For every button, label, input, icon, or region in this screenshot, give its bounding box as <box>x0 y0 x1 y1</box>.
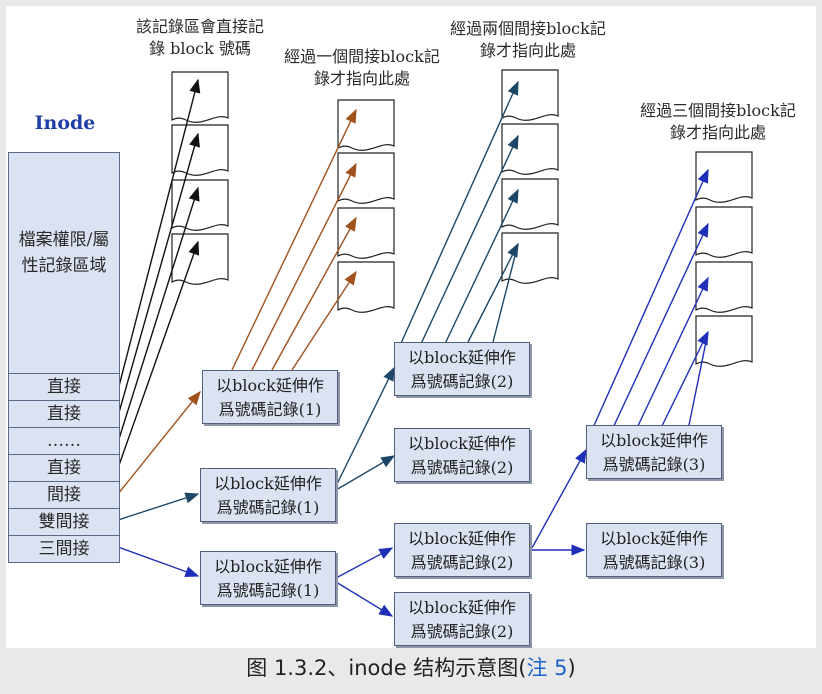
record-box-triple-2b: 以block延伸作爲號碼記錄(2) <box>394 592 530 646</box>
double-indirect-label-line2: 錄才指向此處 <box>479 41 576 60</box>
inode-slot-triple-indirect: 三間接 <box>8 535 120 563</box>
inode-slot-double-indirect: 雙間接 <box>8 508 120 536</box>
record-box-line2: 爲號碼記錄(1) <box>216 498 320 517</box>
record-box-line1: 以block延伸作 <box>408 434 516 453</box>
record-box-single-1: 以block延伸作爲號碼記錄(1) <box>202 370 338 424</box>
double-indirect-label: 經過兩個間接block記 錄才指向此處 <box>428 18 628 62</box>
figure-caption: 图 1.3.2、inode 结构示意图(注 5) <box>0 652 822 682</box>
inode-table: 檔案權限/屬性記錄區域 直接 直接 …… 直接 間接 雙間接 三間接 <box>8 152 120 564</box>
record-box-line2: 爲號碼記錄(3) <box>602 553 706 572</box>
direct-blocks-label-line2: 錄 block 號碼 <box>149 39 251 58</box>
inode-slot-direct-2: 直接 <box>8 400 120 428</box>
direct-blocks-label-line1: 該記錄區會直接記 <box>135 17 264 36</box>
record-box-line1: 以block延伸作 <box>214 474 322 493</box>
caption-note-link[interactable]: 注 5 <box>526 656 568 680</box>
direct-blocks-label: 該記錄區會直接記 錄 block 號碼 <box>100 16 300 60</box>
record-box-line1: 以block延伸作 <box>408 348 516 367</box>
inode-title: Inode <box>34 112 96 134</box>
record-box-line2: 爲號碼記錄(2) <box>410 622 514 641</box>
record-box-line2: 爲號碼記錄(3) <box>602 455 706 474</box>
record-box-line1: 以block延伸作 <box>408 598 516 617</box>
record-box-double-2b: 以block延伸作爲號碼記錄(2) <box>394 428 530 482</box>
inode-slot-direct-n: 直接 <box>8 454 120 482</box>
caption-close: ) <box>567 656 576 680</box>
record-box-line1: 以block延伸作 <box>600 529 708 548</box>
direct-block-stack <box>171 71 229 285</box>
triple-indirect-label-line2: 錄才指向此處 <box>669 123 766 142</box>
inode-slot-ellipsis: …… <box>8 427 120 455</box>
record-box-line2: 爲號碼記錄(2) <box>410 372 514 391</box>
double-indirect-label-line1: 經過兩個間接block記 <box>450 19 606 38</box>
triple-indirect-block-stack <box>695 151 753 367</box>
record-box-line1: 以block延伸作 <box>600 431 708 450</box>
record-box-double-2a: 以block延伸作爲號碼記錄(2) <box>394 342 530 396</box>
inode-attribute-text: 檔案權限/屬性記錄區域 <box>18 230 110 276</box>
direct-arrows <box>117 78 201 469</box>
record-box-line1: 以block延伸作 <box>216 376 324 395</box>
caption-text: 图 1.3.2、inode 结构示意图( <box>246 656 527 680</box>
single-indirect-label-line1: 經過一個間接block記 <box>284 47 440 66</box>
record-box-triple-3b: 以block延伸作爲號碼記錄(3) <box>586 523 722 577</box>
inode-attribute-area: 檔案權限/屬性記錄區域 <box>8 152 120 374</box>
record-box-triple-1: 以block延伸作爲號碼記錄(1) <box>200 551 336 605</box>
double-indirect-block-stack <box>501 69 559 284</box>
triple-indirect-arrows <box>117 168 709 617</box>
single-indirect-arrows <box>117 108 357 495</box>
record-box-triple-2a: 以block延伸作爲號碼記錄(2) <box>394 523 530 577</box>
double-indirect-arrows <box>117 80 519 521</box>
record-box-line2: 爲號碼記錄(2) <box>410 458 514 477</box>
inode-slot-direct-1: 直接 <box>8 373 120 401</box>
single-indirect-block-stack <box>337 99 395 313</box>
record-box-line1: 以block延伸作 <box>214 557 322 576</box>
record-box-line2: 爲號碼記錄(1) <box>218 400 322 419</box>
record-box-triple-3a: 以block延伸作爲號碼記錄(3) <box>586 425 722 479</box>
single-indirect-label: 經過一個間接block記 錄才指向此處 <box>262 46 462 90</box>
single-indirect-label-line2: 錄才指向此處 <box>313 69 410 88</box>
inode-slot-indirect: 間接 <box>8 481 120 509</box>
triple-indirect-label-line1: 經過三個間接block記 <box>640 101 796 120</box>
record-box-line1: 以block延伸作 <box>408 529 516 548</box>
record-box-line2: 爲號碼記錄(2) <box>410 553 514 572</box>
triple-indirect-label: 經過三個間接block記 錄才指向此處 <box>618 100 818 144</box>
record-box-double-1: 以block延伸作爲號碼記錄(1) <box>200 468 336 522</box>
record-box-line2: 爲號碼記錄(1) <box>216 581 320 600</box>
